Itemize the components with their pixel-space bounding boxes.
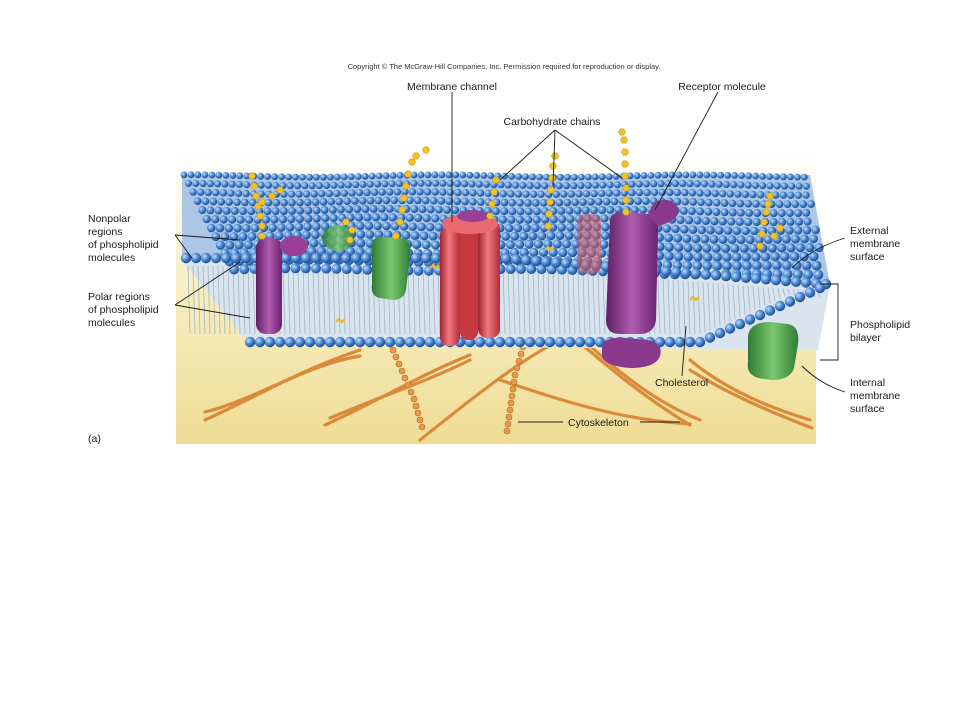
svg-text:regions: regions [88, 226, 122, 238]
cholesterol-molecules [335, 245, 700, 324]
svg-text:surface: surface [850, 251, 885, 263]
svg-text:surface: surface [850, 403, 885, 415]
receptor-protein [602, 199, 679, 368]
svg-text:membrane: membrane [850, 238, 900, 250]
label-phospholipid-bilayer: Phospholipid bilayer [850, 319, 910, 344]
svg-text:Polar regions: Polar regions [88, 291, 150, 303]
leader-lines [174, 91, 846, 423]
svg-text:Nonpolar: Nonpolar [88, 213, 131, 225]
label-cytoskeleton: Cytoskeleton [568, 417, 629, 429]
label-cholesterol: Cholesterol [655, 377, 708, 389]
membrane-channel-protein [440, 210, 500, 346]
label-external-membrane-surface: External membrane surface [850, 225, 900, 263]
svg-text:Internal: Internal [850, 377, 885, 389]
protein-green-middle [371, 236, 411, 300]
svg-text:of phospholipid: of phospholipid [88, 239, 159, 251]
svg-text:molecules: molecules [88, 252, 135, 264]
svg-text:External: External [850, 225, 889, 237]
svg-text:Phospholipid: Phospholipid [850, 319, 910, 331]
label-receptor-molecule: Receptor molecule [678, 81, 766, 93]
copyright-notice: Copyright © The McGraw-Hill Companies, I… [348, 62, 661, 71]
svg-text:bilayer: bilayer [850, 332, 881, 344]
svg-text:of phospholipid: of phospholipid [88, 304, 159, 316]
carbohydrate-chains [248, 128, 784, 250]
label-carbohydrate-chains: Carbohydrate chains [504, 116, 601, 128]
protein-green-small [322, 225, 354, 251]
label-internal-membrane-surface: Internal membrane surface [850, 377, 900, 415]
peripheral-protein-green [747, 322, 799, 380]
panel-label: (a) [88, 433, 101, 445]
label-polar-regions: Polar regions of phospholipid molecules [88, 291, 159, 329]
label-nonpolar-regions: Nonpolar regions of phospholipid molecul… [88, 213, 159, 264]
svg-text:membrane: membrane [850, 390, 900, 402]
label-membrane-channel: Membrane channel [407, 81, 497, 93]
channel-protein-back [577, 214, 601, 274]
svg-text:molecules: molecules [88, 317, 135, 329]
integral-protein-left [256, 236, 308, 334]
